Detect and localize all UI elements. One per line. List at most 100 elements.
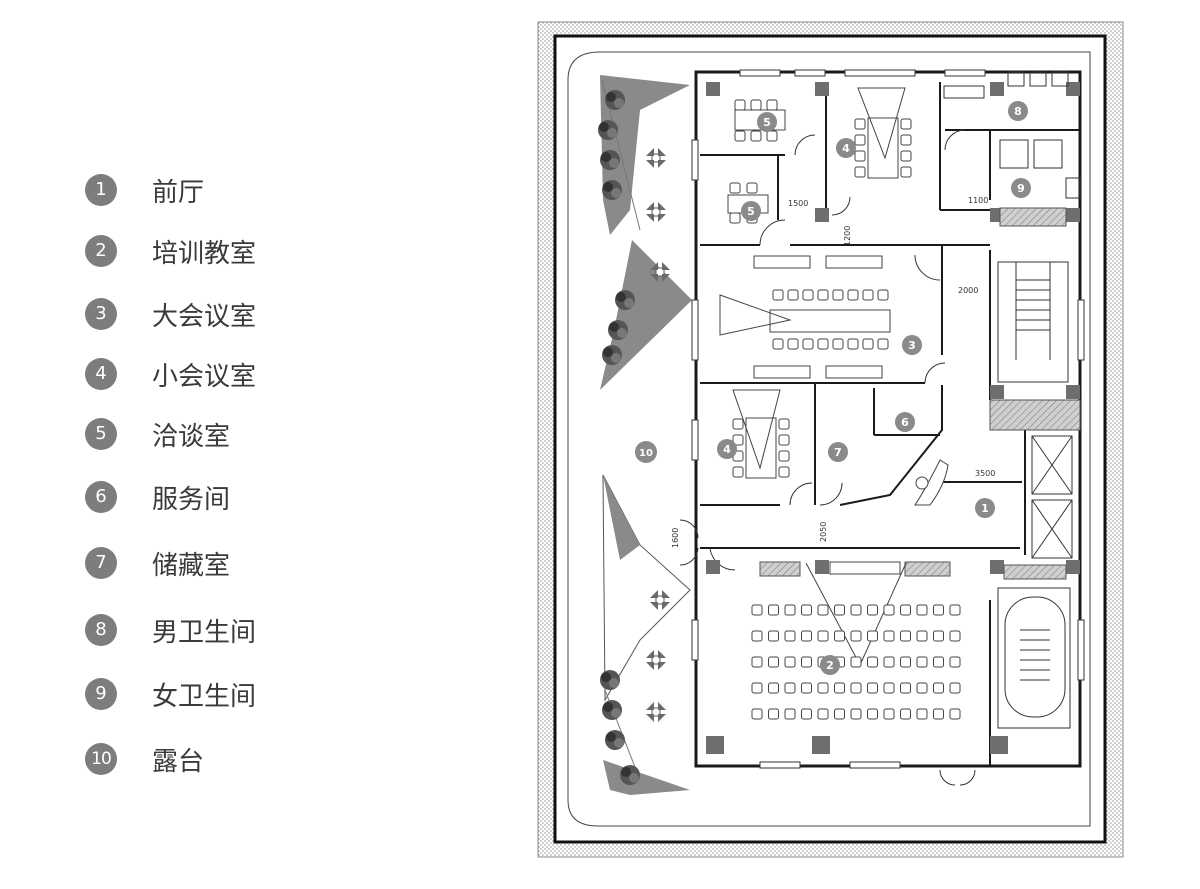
chair-icon (900, 604, 911, 616)
chair-icon (900, 708, 911, 720)
chair-icon (784, 682, 796, 694)
legend-number-badge: 1 (85, 174, 117, 206)
legend-label: 培训教室 (152, 238, 257, 269)
meeting-table-4a (857, 87, 906, 179)
legend-label: 储藏室 (152, 550, 231, 581)
room-marker: 3 (902, 335, 922, 355)
dimension-label: 2000 (958, 286, 978, 295)
chair-icon (883, 656, 895, 668)
room-marker: 9 (1011, 178, 1031, 198)
chair-icon (900, 656, 911, 668)
chair-icon (768, 604, 779, 616)
staircase-lower (997, 587, 1071, 729)
svg-text:4: 4 (723, 443, 731, 456)
chair-icon (916, 630, 928, 642)
shaft-hatch (999, 207, 1067, 227)
tree-icon (615, 290, 635, 310)
svg-text:4: 4 (842, 142, 850, 155)
chair-icon (834, 630, 845, 642)
tree-icon (602, 180, 622, 200)
columns (706, 82, 1080, 754)
chair-icon (883, 604, 895, 616)
room-marker: 4 (717, 439, 737, 459)
chair-icon (751, 604, 763, 616)
chair-icon (850, 682, 862, 694)
legend-label: 男卫生间 (152, 617, 257, 648)
svg-text:9: 9 (1017, 182, 1025, 195)
legend-number-badge: 3 (85, 298, 117, 330)
legend-item: 8 男卫生间 (85, 610, 256, 650)
svg-text:2: 2 (826, 659, 834, 672)
staircase-upper (997, 261, 1069, 383)
chair-icon (784, 630, 796, 642)
chair-icon (784, 708, 796, 720)
chair-icon (801, 630, 812, 642)
chair-icon (850, 656, 862, 668)
chair-icon (834, 604, 845, 616)
chair-icon (916, 604, 928, 616)
chair-icon (900, 630, 911, 642)
shaft-hatch (1003, 564, 1067, 580)
chair-icon (949, 682, 961, 694)
chair-icon (801, 682, 812, 694)
tree-icon (605, 730, 625, 750)
chair-icon (751, 708, 763, 720)
room-marker: 8 (1008, 101, 1028, 121)
room-marker: 10 (635, 441, 657, 463)
legend-item: 9 女卫生间 (85, 674, 256, 714)
room-marker: 7 (828, 442, 848, 462)
room-marker: 4 (836, 138, 856, 158)
svg-text:5: 5 (747, 205, 755, 218)
tree-icon (602, 700, 622, 720)
chair-icon (949, 708, 961, 720)
chair-icon (933, 630, 944, 642)
chair-icon (949, 604, 961, 616)
legend-item: 5 洽谈室 (85, 414, 230, 454)
svg-text:6: 6 (901, 416, 909, 429)
chair-icon (817, 682, 829, 694)
chair-icon (768, 708, 779, 720)
legend-label: 服务间 (152, 484, 231, 515)
chair-icon (850, 630, 862, 642)
restroom-fixtures (943, 71, 1081, 199)
planter (603, 475, 640, 560)
legend-label: 洽谈室 (152, 421, 231, 452)
chair-icon (867, 708, 878, 720)
terrace-inner-line (567, 51, 1091, 827)
legend-number-badge: 7 (85, 547, 117, 579)
chair-icon (801, 604, 812, 616)
svg-text:8: 8 (1014, 105, 1022, 118)
shaft-hatch (989, 399, 1081, 431)
room-marker: 5 (741, 201, 761, 221)
dimension-label: 1500 (788, 199, 808, 208)
svg-text:1: 1 (981, 502, 989, 515)
legend-label: 女卫生间 (152, 681, 257, 712)
chair-icon (751, 656, 763, 668)
legend-label: 小会议室 (152, 361, 257, 392)
chair-icon (834, 708, 845, 720)
reception-chair (915, 476, 929, 490)
chair-icon (916, 656, 928, 668)
chair-icon (768, 656, 779, 668)
tree-icon (620, 765, 640, 785)
conference-table (719, 255, 891, 379)
reception-desk (914, 459, 949, 506)
room-marker: 1 (975, 498, 995, 518)
chair-icon (784, 604, 796, 616)
legend-number-badge: 9 (85, 678, 117, 710)
meeting-table-4b (732, 389, 781, 479)
chair-icon (867, 656, 878, 668)
room-marker: 5 (757, 112, 777, 132)
chair-icon (850, 708, 862, 720)
windows (691, 69, 1085, 769)
tree-icon (600, 150, 620, 170)
tree-icon (598, 120, 618, 140)
chair-icon (850, 604, 862, 616)
chair-icon (883, 682, 895, 694)
chair-icon (933, 682, 944, 694)
chair-icon (916, 682, 928, 694)
tree-icon (602, 345, 622, 365)
chair-icon (817, 708, 829, 720)
chair-icon (916, 708, 928, 720)
chair-icon (768, 630, 779, 642)
